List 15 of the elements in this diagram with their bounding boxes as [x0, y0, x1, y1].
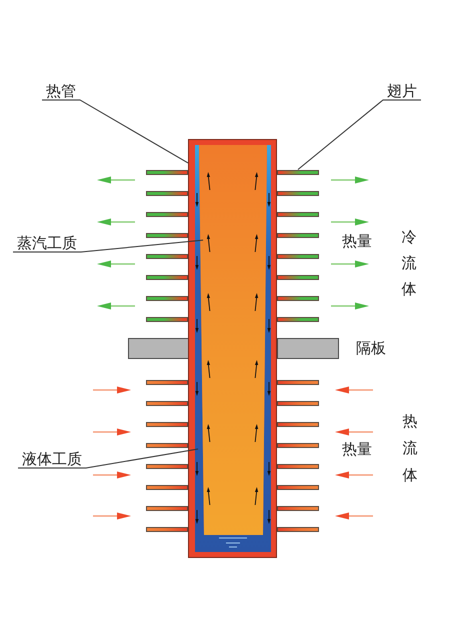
part-label: 蒸汽工质 — [13, 234, 81, 252]
part-label: 液体工质 — [18, 450, 86, 468]
annotation-label: 热量 — [341, 440, 373, 458]
leader-line — [18, 448, 199, 468]
leader-line — [42, 100, 188, 164]
leader-line — [12, 240, 204, 252]
part-label: 隔板 — [355, 339, 387, 357]
part-label: 翅片 — [383, 82, 421, 100]
part-label: 热管 — [42, 82, 80, 100]
leader-line — [298, 100, 422, 170]
heat-pipe-wall — [188, 139, 277, 558]
fin — [277, 170, 319, 174]
vertical-label: 冷流体 — [401, 227, 417, 300]
vertical-label: 热流体 — [402, 411, 418, 486]
annotation-label: 热量 — [341, 232, 373, 250]
